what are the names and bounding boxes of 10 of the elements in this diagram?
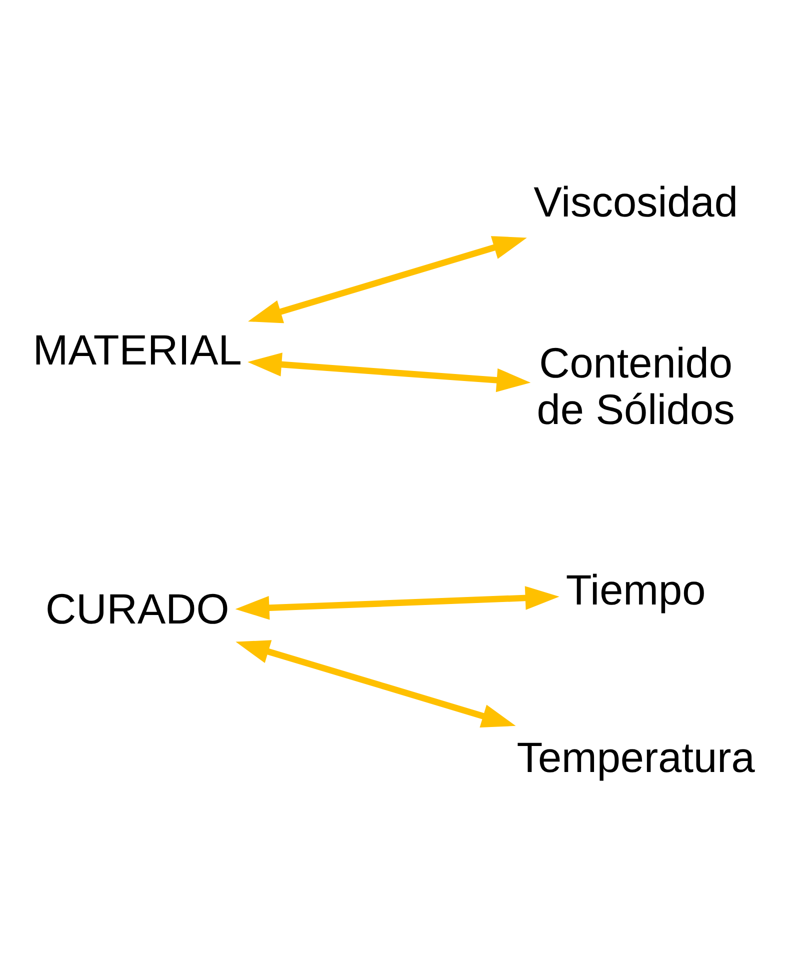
arrow <box>234 586 559 620</box>
node-text: MATERIAL <box>32 326 242 374</box>
node-text: Tiempo <box>565 566 706 614</box>
arrow <box>247 352 530 392</box>
node-text: CURADO <box>44 585 229 632</box>
arrow <box>235 640 516 728</box>
node-text: Contenido de Sólidos <box>536 339 734 434</box>
node-text: Viscosidad <box>533 178 738 226</box>
arrow <box>248 236 526 324</box>
node-text: Temperatura <box>516 734 754 781</box>
